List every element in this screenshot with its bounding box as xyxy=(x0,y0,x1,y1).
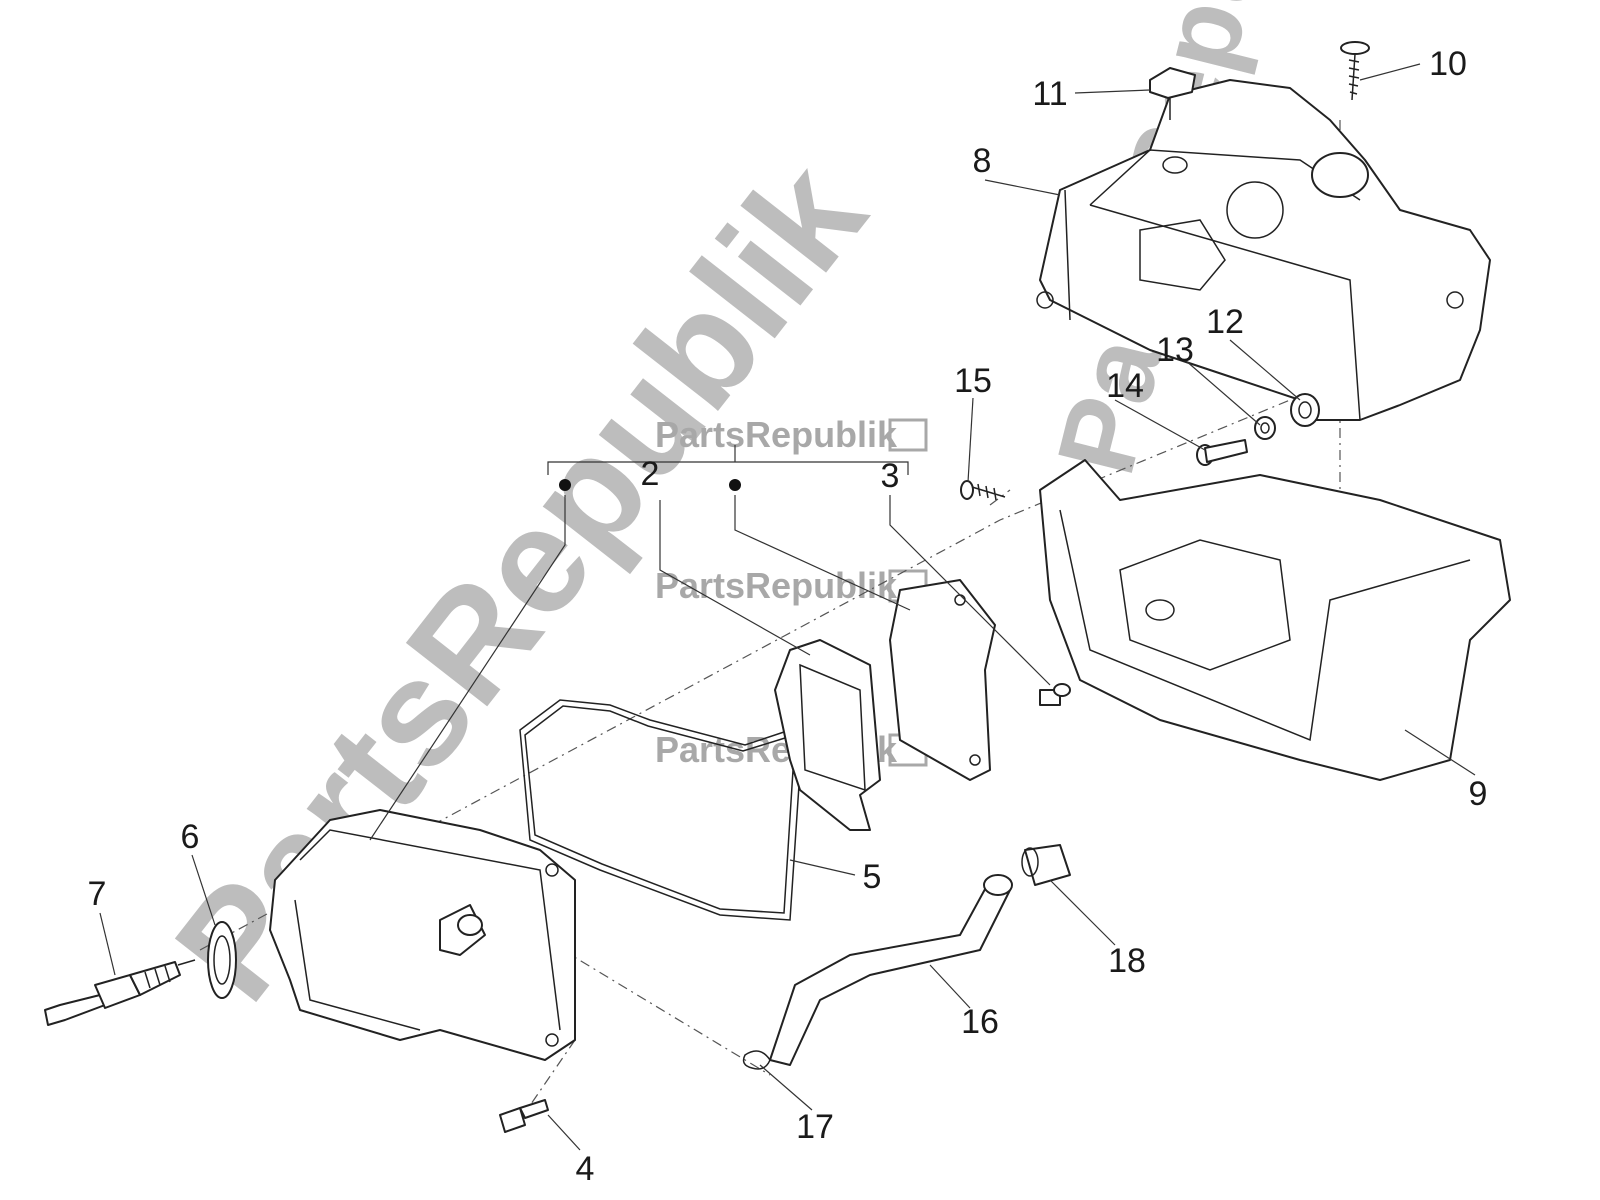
kit-bracket xyxy=(547,445,909,491)
part-15-screw xyxy=(960,480,1006,501)
watermark-small-top: PartsRepublik xyxy=(655,414,928,455)
callout-12: 12 xyxy=(1206,303,1244,341)
callout-10: 10 xyxy=(1429,45,1467,83)
callout-4: 4 xyxy=(576,1150,595,1188)
part-3-plate xyxy=(889,579,996,781)
part-9-cover-lower xyxy=(1039,459,1511,781)
part-6-seal xyxy=(207,921,237,999)
callout-3: 3 xyxy=(881,457,900,495)
part-16-hose xyxy=(769,874,1013,1066)
part-4-bolt xyxy=(499,1099,549,1133)
callout-8: 8 xyxy=(973,142,992,180)
callout-17: 17 xyxy=(796,1108,834,1146)
callout-5: 5 xyxy=(863,858,882,896)
callout-16: 16 xyxy=(961,1003,999,1041)
part-1-valve-cover xyxy=(269,809,576,1061)
svg-text:PartsRepublik: PartsRepublik xyxy=(655,414,898,455)
part-14-bolt xyxy=(1196,439,1248,466)
callout-15: 15 xyxy=(954,362,992,400)
callout-18: 18 xyxy=(1108,942,1146,980)
part-10-screw xyxy=(1340,41,1370,101)
part-12-grommet xyxy=(1290,393,1320,427)
part-18-clamp xyxy=(1021,844,1071,886)
watermark-small-mid: PartsRepublik xyxy=(655,565,928,606)
part-7-spark-plug xyxy=(44,959,196,1026)
part-13-washer xyxy=(1254,416,1276,440)
callout-6: 6 xyxy=(181,818,200,856)
part-2-plate xyxy=(774,639,881,831)
callout-2: 2 xyxy=(641,455,660,493)
part-3-pin xyxy=(1039,683,1071,706)
callout-labels: 2 3 4 5 6 7 8 9 10 11 12 13 14 15 16 17 … xyxy=(88,45,1488,1188)
callout-14: 14 xyxy=(1106,367,1144,405)
callout-13: 13 xyxy=(1156,331,1194,369)
part-11-nut xyxy=(1149,67,1196,120)
part-17-clip xyxy=(742,1050,771,1070)
svg-text:PartsRepublik: PartsRepublik xyxy=(655,565,898,606)
callout-9: 9 xyxy=(1469,775,1488,813)
leader-lines xyxy=(99,63,1476,1151)
part-8-cover-upper xyxy=(1036,79,1491,421)
callout-11: 11 xyxy=(1032,75,1067,113)
callout-7: 7 xyxy=(88,875,107,913)
